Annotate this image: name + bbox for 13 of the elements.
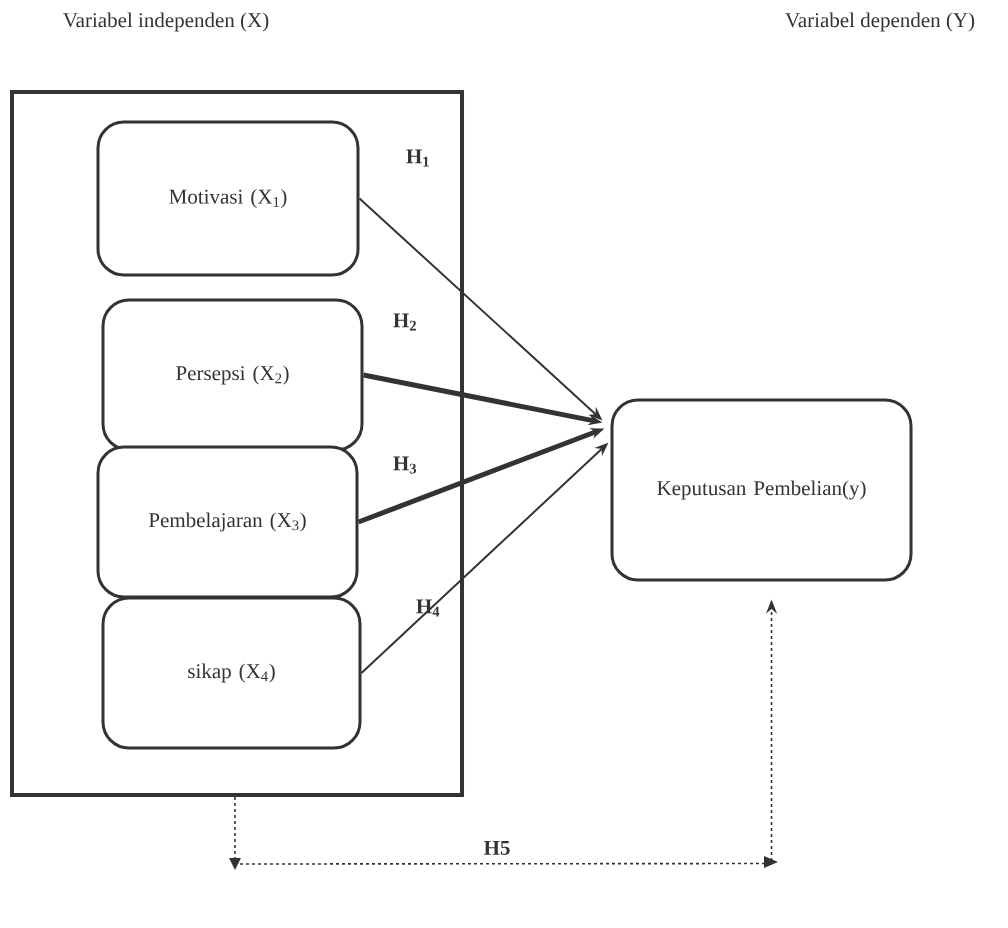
variable-box: sikap (X$_{4}$) [101,596,362,750]
heading: Variabel dependen (Y) [785,12,975,32]
group-box [10,90,464,797]
edge-label: H5 [483,841,510,855]
variable-box: Motivasi (X$_{1}$) [96,120,360,277]
variable-box: Persepsi (X$_{2}$) [101,298,364,452]
edge-label: H$_{4}$ [416,599,440,617]
heading: Variabel independen (X) [63,12,269,32]
edge-label: H$_{2}$ [393,313,416,331]
edge-label: H$_{1}$ [406,149,429,167]
variable-box: Keputusan Pembelian(y) [610,398,913,582]
variable-box: Pembelajaran (X$_{3}$) [96,445,359,599]
edge-label: H$_{3}$ [393,456,417,474]
